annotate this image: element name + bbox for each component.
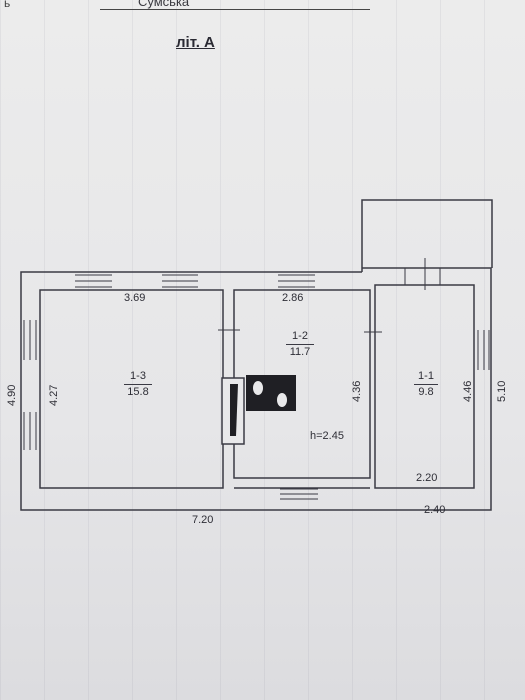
window-bottom xyxy=(280,488,318,500)
window-top-mid-left xyxy=(162,274,198,288)
room-1-2-width: 2.86 xyxy=(282,292,304,304)
outer-length-main: 7.20 xyxy=(192,514,214,526)
outer-height-left: 4.90 xyxy=(6,384,18,406)
window-top-mid xyxy=(278,274,315,288)
room-1-1-id: 1-1 xyxy=(418,370,434,382)
header-city-text: Сумська xyxy=(138,0,190,9)
room-1-1-fraction-bar xyxy=(414,384,438,385)
header-underline xyxy=(100,9,370,10)
room-1-1-area: 9.8 xyxy=(418,386,434,398)
room-1-3-depth: 4.27 xyxy=(48,384,60,406)
plan-title: літ. А xyxy=(176,34,215,51)
header-edge-fragment: ь xyxy=(4,0,11,10)
room-1-2-area: 11.7 xyxy=(289,346,311,358)
annex-porch xyxy=(361,199,493,272)
window-top-left xyxy=(75,274,112,288)
room-1-1-width: 2.20 xyxy=(416,472,438,484)
room-1-3-width: 3.69 xyxy=(124,292,146,304)
window-left-wall xyxy=(23,320,37,450)
room-1-2-id: 1-2 xyxy=(292,330,308,342)
stove xyxy=(221,375,296,445)
outer-wall xyxy=(20,267,492,511)
room-1-3-id: 1-3 xyxy=(130,370,146,382)
window-right-wall xyxy=(477,330,490,370)
door-marks xyxy=(218,329,382,333)
door-annex xyxy=(404,258,441,290)
room-1-3-area: 15.8 xyxy=(127,386,149,398)
room-1-2-depth: 4.36 xyxy=(351,380,363,402)
outer-height-right: 5.10 xyxy=(496,380,508,402)
room-1-1-depth: 4.46 xyxy=(462,380,474,402)
outer-length-annex: 2.40 xyxy=(424,504,446,516)
ceiling-height-label: h=2.45 xyxy=(310,430,344,442)
room-1-3-fraction-bar xyxy=(124,384,152,385)
room-1-2-fraction-bar xyxy=(286,344,314,345)
